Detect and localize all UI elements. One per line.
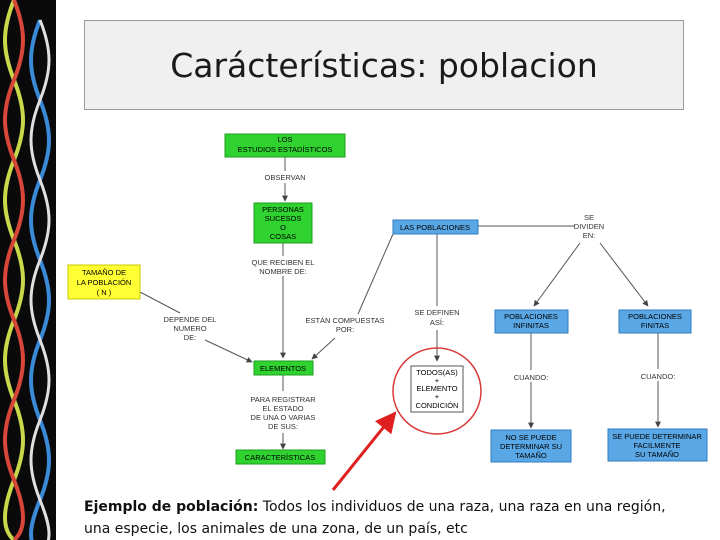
link-registrar-line-1: PARA REGISTRAR [250,395,316,404]
slide-title: Carácterísticas: poblacion [170,45,598,85]
concept-node-personas: PERSONAS SUCESOS O COSAS [253,202,313,244]
link-cuando-finitas: CUANDO: [641,372,676,381]
node-caracteristicas-line-1: CARACTERÍSTICAS [245,453,315,462]
connector-dividen-infinitas [533,242,581,307]
link-registrar-line-2: EL ESTADO [262,404,303,413]
node-personas-line-4: COSAS [270,232,296,241]
node-tamano-line-3: ( N ) [97,288,112,297]
concept-node-finitas: POBLACIONES FINITAS [618,309,692,334]
connector-depende-elementos [204,339,253,363]
link-reciben-line-1: QUE RECIBEN EL [252,258,315,267]
concept-node-elementos: ELEMENTOS [253,360,314,376]
node-personas-line-2: SUCESOS [265,214,302,223]
link-cuando-infinitas: CUANDO: [514,373,549,382]
dna-helix-decoration [0,0,56,540]
connector-compuestas-elementos [311,337,336,360]
link-dividen-line-1: SE [584,213,594,222]
concept-connectors [139,157,661,450]
link-compuestas-line-2: POR: [336,325,354,334]
link-dividen-line-3: EN: [583,231,596,240]
node-personas-line-3: O [280,223,286,232]
node-no-determinar-line-2: DETERMINAR SU [500,442,562,451]
link-reciben-line-2: NOMBRE DE: [259,267,307,276]
node-las-poblaciones-line-1: LAS POBLACIONES [400,223,470,232]
node-estudios-line-2: ESTUDIOS ESTADÍSTICOS [238,145,333,154]
caption-label: Ejemplo de población: [84,499,259,515]
node-todos-line-5: CONDICIÓN [416,401,459,410]
node-no-determinar-line-3: TAMAÑO [515,451,547,460]
node-estudios-line-1: LOS [277,135,292,144]
concept-node-las-poblaciones: LAS POBLACIONES [392,219,479,235]
node-todos-line-2: + [435,376,440,385]
node-personas-line-1: PERSONAS [262,205,304,214]
link-depende-line-1: DEPENDE DEL [164,315,217,324]
concept-node-si-determinar: SE PUEDE DETERMINAR FACILMENTE SU TAMAÑO [607,428,708,462]
concept-node-estudios: LOS ESTUDIOS ESTADÍSTICOS [224,133,346,158]
caption: Ejemplo de población: Todos los individu… [84,496,684,540]
node-tamano-line-2: LA POBLACIÓN [77,278,132,287]
connector-dividen-finitas [599,242,649,307]
link-depende-line-3: DE: [184,333,197,342]
node-todos-line-1: TODOS(AS) [416,368,458,377]
node-todos-line-3: ELEMENTO [416,384,457,393]
node-infinitas-line-2: INFINITAS [513,321,549,330]
node-no-determinar-line-1: NO SE PUEDE [505,433,556,442]
connector-tamano-depende [139,291,181,314]
link-depende-line-2: NUMERO [173,324,206,333]
concept-node-no-determinar: NO SE PUEDE DETERMINAR SU TAMAÑO [490,429,572,463]
concept-node-caracteristicas: CARACTERÍSTICAS [235,449,326,465]
link-definen-line-2: ASÍ: [430,318,444,327]
caption-text: Todos los individuos de una raza, una ra… [84,499,666,537]
node-finitas-line-1: POBLACIONES [628,312,682,321]
title-box: Carácterísticas: poblacion [84,20,684,110]
node-infinitas-line-1: POBLACIONES [504,312,558,321]
node-si-determinar-line-2: FACILMENTE [633,441,680,450]
dna-helix-image [3,0,51,540]
link-definen-line-1: SE DEFINEN [414,308,459,317]
concept-node-tamano: TAMAÑO DE LA POBLACIÓN ( N ) [67,264,141,300]
node-si-determinar-line-3: SU TAMAÑO [635,450,679,459]
link-dividen-line-2: DIVIDEN [574,222,604,231]
node-finitas-line-2: FINITAS [641,321,669,330]
concept-node-infinitas: POBLACIONES INFINITAS [494,309,569,334]
highlight-circle [392,347,482,435]
link-compuestas-line-1: ESTÁN COMPUESTAS [305,316,384,325]
node-si-determinar-line-1: SE PUEDE DETERMINAR [612,432,702,441]
node-elementos-line-1: ELEMENTOS [260,364,306,373]
link-observan: OBSERVAN [265,173,306,182]
concept-node-todos: TODOS(AS) + ELEMENTO + CONDICIÓN [410,365,464,413]
node-todos-line-4: + [435,392,440,401]
link-registrar-line-4: DE SUS: [268,422,298,431]
red-arrow [331,411,397,491]
node-tamano-line-1: TAMAÑO DE [82,268,126,277]
connector-poblaciones-compuestas [357,233,394,315]
link-registrar-line-3: DE UNA O VARIAS [251,413,316,422]
